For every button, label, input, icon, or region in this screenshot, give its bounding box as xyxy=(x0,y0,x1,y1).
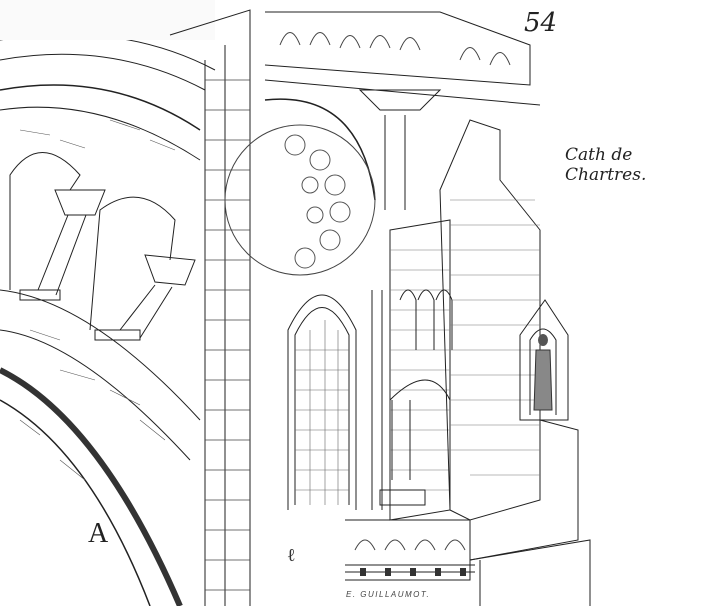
handwritten-caption: Cath de Chartres. xyxy=(565,145,647,185)
colonnette-2 xyxy=(94,254,196,341)
right-detail-facade xyxy=(224,11,591,606)
figure-letter: A xyxy=(88,518,109,549)
plate-number: 54 xyxy=(524,8,558,38)
statue-niche xyxy=(519,299,569,421)
artist-signature: E. GUILLAUMOT. xyxy=(346,590,431,599)
left-detail-arch xyxy=(0,0,251,606)
lancet-window xyxy=(287,294,357,510)
monogram-mark: ℓ xyxy=(287,545,296,566)
colonnette-1 xyxy=(19,189,106,301)
